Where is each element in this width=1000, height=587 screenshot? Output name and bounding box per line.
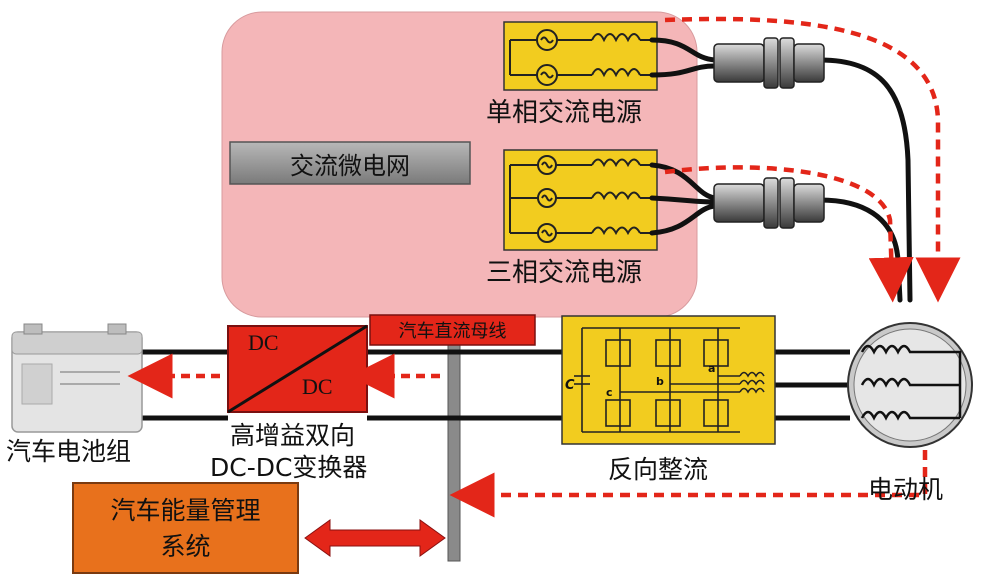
ems-label-line1: 汽车能量管理	[110, 496, 261, 525]
single-phase-box	[503, 21, 658, 91]
dcdc-top-text: DC	[248, 330, 279, 355]
battery-label: 汽车电池组	[6, 437, 132, 466]
rectifier-node-a: a	[708, 362, 716, 375]
three-phase-cable	[649, 162, 903, 303]
rectifier-node-b: b	[656, 375, 664, 388]
dc-bus-label-box	[369, 314, 536, 346]
three-phase-label: 三相交流电源	[486, 258, 643, 288]
dc-bus-label: 汽车直流母线	[398, 321, 507, 342]
battery-image	[11, 323, 143, 433]
motor-wires	[775, 349, 850, 421]
motor-windings	[860, 344, 962, 421]
single-phase-plug	[713, 37, 825, 89]
dcdc-label-line2: DC-DC变换器	[210, 453, 368, 482]
motor-to-bus-arrow	[449, 450, 928, 518]
dcdc-bottom-text: DC	[302, 374, 333, 399]
microgrid-title: 交流微电网	[290, 151, 410, 180]
three-phase-flow-arrow	[664, 165, 914, 303]
single-phase-label: 单相交流电源	[486, 98, 643, 128]
dcdc-diagonal	[227, 324, 368, 414]
single-phase-circuit	[509, 29, 652, 86]
ems-bus-double-arrow	[304, 519, 446, 557]
bus-wires	[367, 349, 562, 421]
three-phase-circuit	[509, 155, 652, 243]
motor-label: 电动机	[868, 475, 944, 504]
dc-bus-bar	[447, 334, 461, 562]
rectifier-circuit	[574, 327, 765, 433]
ems-box	[72, 482, 299, 574]
rectifier-label: 反向整流	[608, 455, 709, 484]
rectifier-cap-label: C	[565, 378, 575, 393]
single-phase-cable	[649, 37, 913, 303]
rectifier-node-c: c	[606, 386, 613, 399]
ems-label-line2: 系统	[160, 532, 211, 561]
rectifier-box	[561, 315, 776, 445]
single-phase-flow-arrow	[664, 16, 961, 303]
microgrid-title-box	[229, 141, 471, 185]
three-phase-plug	[713, 177, 825, 229]
battery-wires	[142, 349, 228, 421]
dcdc-label-line1: 高增益双向	[230, 421, 356, 450]
